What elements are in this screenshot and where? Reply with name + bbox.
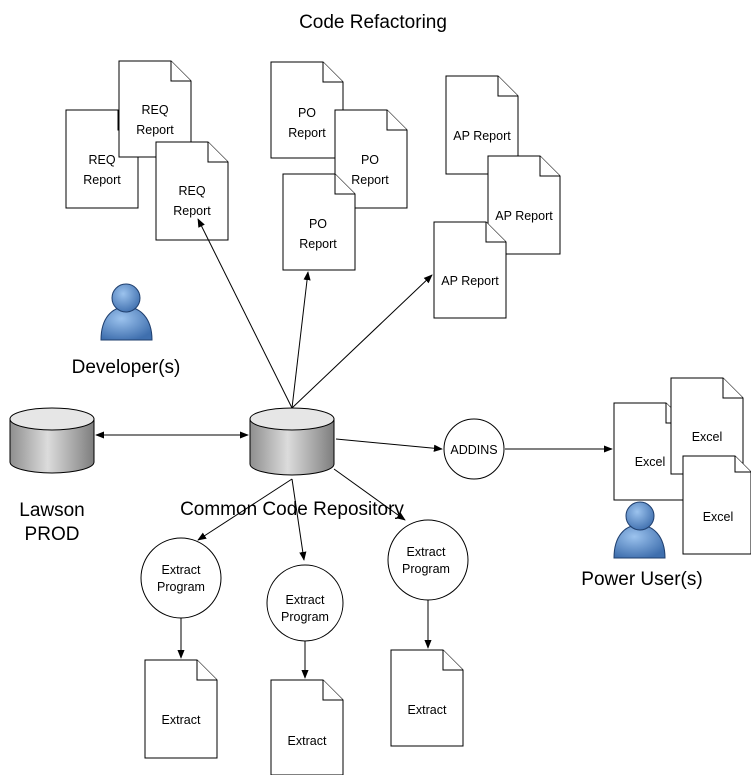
svg-text:AP Report: AP Report [495,209,553,223]
addins-node: ADDINS [443,418,505,480]
svg-text:Report: Report [299,237,337,251]
svg-text:Extract: Extract [408,703,447,717]
repository-label: Common Code Repository [180,499,404,520]
svg-text:PO: PO [298,106,316,120]
svg-text:Report: Report [173,204,211,218]
req-report-2: REQ Report [118,60,192,158]
diagram-title: Code Refactoring [299,12,447,33]
extract-doc-3: Extract [390,649,464,747]
po-report-3: PO Report [282,173,356,271]
lawson-database-icon [9,407,95,474]
svg-text:PO: PO [309,217,327,231]
connector-arrows [95,218,613,679]
svg-text:Excel: Excel [703,510,734,524]
po-report-2: PO Report [334,109,408,209]
svg-text:PO: PO [361,153,379,167]
excel-doc-2: Excel [670,377,744,475]
ap-report-3: AP Report [433,221,507,319]
svg-text:Report: Report [351,173,389,187]
svg-text:Program: Program [157,580,205,594]
svg-text:Extract: Extract [407,545,446,559]
svg-text:Excel: Excel [692,430,723,444]
lawson-label-line1: Lawson [19,500,85,521]
extract-doc-1: Extract [144,659,218,759]
extract-program-2: Extract Program [266,564,344,642]
svg-text:Extract: Extract [286,593,325,607]
svg-text:Program: Program [402,562,450,576]
developer-person-icon [100,283,153,341]
svg-text:Extract: Extract [162,713,201,727]
extract-program-1: Extract Program [140,537,222,619]
ap-report-2: AP Report [487,155,561,255]
req-report-3: REQ Report [155,141,229,241]
svg-text:Extract: Extract [162,563,201,577]
svg-text:Extract: Extract [288,734,327,748]
developer-label: Developer(s) [72,357,181,378]
repository-database-icon [249,407,335,476]
svg-text:Report: Report [136,123,174,137]
svg-text:REQ: REQ [141,103,168,117]
svg-text:Program: Program [281,610,329,624]
power-user-person-icon [613,501,666,559]
svg-text:AP Report: AP Report [453,129,511,143]
svg-text:Excel: Excel [635,455,666,469]
po-report-1: PO Report [270,61,344,159]
svg-text:ADDINS: ADDINS [450,443,497,457]
extract-program-3: Extract Program [387,519,469,601]
excel-doc-3: Excel [682,455,751,555]
svg-text:REQ: REQ [178,184,205,198]
svg-text:AP Report: AP Report [441,274,499,288]
svg-text:REQ: REQ [88,153,115,167]
lawson-label-line2: PROD [25,524,80,545]
ap-report-1: AP Report [445,75,519,175]
svg-text:Report: Report [83,173,121,187]
extract-doc-2: Extract [270,679,344,775]
svg-text:Report: Report [288,126,326,140]
power-user-label: Power User(s) [581,569,702,590]
